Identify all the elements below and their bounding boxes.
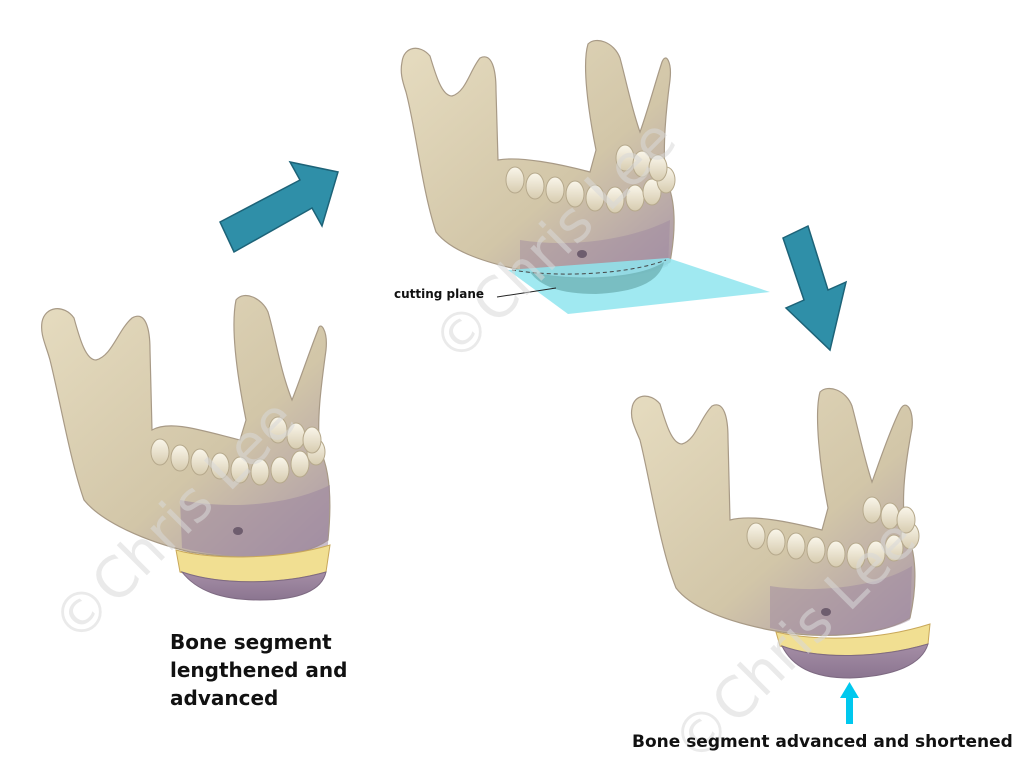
arrow-up-right [220,162,338,252]
caption-lengthened-advanced: Bone segment lengthened and advanced [170,628,390,712]
small-up-arrow-icon [840,682,859,724]
arrow-down [783,226,846,350]
caption-advanced-shortened: Bone segment advanced and shortened [632,732,1013,752]
label-cutting-plane: cutting plane [394,287,484,301]
